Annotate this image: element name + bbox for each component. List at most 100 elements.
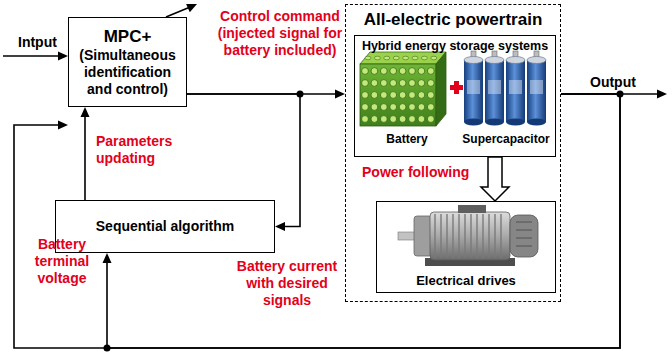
algorithm-box: Sequential algorithm	[55, 200, 275, 253]
battery-cell	[409, 116, 416, 123]
motor-fin	[488, 214, 489, 258]
motor-fin	[470, 214, 471, 258]
battery-cell	[418, 80, 425, 87]
battery-cell	[421, 56, 427, 60]
battery-picture	[360, 52, 446, 64]
powertrain-group: All-electric powertrainHybrid energy sto…	[345, 4, 561, 302]
controller-box: MPC+(Simultaneous identification and con…	[68, 17, 187, 107]
battery-cell	[374, 56, 380, 60]
battery-cell	[362, 68, 369, 75]
capacitor-body	[506, 60, 525, 122]
battery-cell	[409, 80, 416, 87]
battery-cell	[371, 116, 378, 123]
capacitor-top	[527, 57, 546, 64]
part-label: Supercapacitor	[455, 132, 557, 146]
box-title: Hybrid energy storage systems	[355, 39, 555, 54]
battery-cell	[362, 116, 369, 123]
node-subtitle: (Simultaneous identification and control…	[72, 47, 183, 98]
motor-picture	[510, 215, 538, 257]
battery-cell	[362, 104, 369, 111]
battery-cell	[393, 56, 399, 60]
battery-cell	[418, 68, 425, 75]
arrow-head	[58, 121, 68, 130]
capacitor-sticker	[530, 80, 543, 94]
motor-fin	[458, 214, 459, 258]
box-title: Sequential algorithm	[96, 218, 234, 235]
arrow-head	[335, 90, 345, 99]
motor-picture	[516, 245, 532, 246]
battery-cell	[371, 92, 378, 99]
battery-cell	[371, 80, 378, 87]
connector	[481, 157, 509, 201]
diagonal-arrow	[186, 4, 197, 12]
battery-cells	[362, 56, 437, 122]
capacitor-top	[506, 57, 525, 64]
battery-cell	[390, 116, 397, 123]
battery-cell	[371, 68, 378, 75]
battery-cell	[418, 116, 425, 123]
battery-cell	[427, 92, 434, 99]
motor-fin	[452, 214, 453, 258]
battery-cell	[412, 56, 418, 60]
capacitor-top	[464, 57, 483, 64]
battery-cell	[403, 56, 409, 60]
arrow-head	[275, 222, 285, 231]
battery-picture	[360, 64, 436, 126]
capacitor-base	[527, 119, 546, 126]
battery-cell	[418, 104, 425, 111]
motor-fin	[440, 214, 441, 258]
signal-label: Intput	[18, 34, 57, 50]
part-label: Battery	[355, 132, 459, 146]
battery-cell	[380, 92, 387, 99]
edge-label: Power following	[362, 164, 474, 181]
battery-picture	[436, 52, 446, 126]
connector-line	[14, 94, 620, 348]
battery-picture	[360, 52, 446, 126]
capacitor-sticker	[467, 80, 480, 94]
motor-picture	[430, 212, 510, 260]
diagonal-arrow	[166, 8, 189, 17]
capacitor-body	[527, 60, 546, 122]
group-title: All-electric powertrain	[346, 10, 560, 30]
battery-cell	[409, 68, 416, 75]
output-arrow	[657, 90, 667, 99]
storage-box: Hybrid energy storage systemsBatterySupe…	[354, 35, 556, 157]
motor-picture	[398, 232, 415, 240]
node-title: MPC+	[104, 27, 152, 47]
capacitor-sticker	[509, 80, 522, 94]
capacitor-top	[485, 57, 504, 64]
connector-line	[84, 116, 86, 200]
battery-cell	[362, 92, 369, 99]
motor-fins	[435, 214, 501, 258]
connector	[14, 94, 620, 348]
edge-label: Parameters updating	[96, 133, 206, 167]
hollow-arrow	[481, 157, 509, 201]
capacitor-sticker	[488, 80, 501, 94]
battery-cell	[409, 92, 416, 99]
battery-cell	[399, 116, 406, 123]
battery-cell	[362, 80, 369, 87]
arrow-head	[81, 107, 90, 117]
capacitor-base	[485, 119, 504, 126]
edge-label: Battery current with desired signals	[228, 258, 346, 309]
plus-sign	[450, 81, 463, 94]
capacitor-base	[464, 119, 483, 126]
battery-cell	[390, 80, 397, 87]
motor-fin	[476, 214, 477, 258]
motor-picture	[516, 221, 532, 222]
motor-fin	[494, 214, 495, 258]
battery-cell	[365, 56, 371, 60]
box-title: Electrical drives	[377, 273, 555, 289]
battery-cell	[390, 104, 397, 111]
motor-picture	[398, 205, 538, 266]
motor-picture	[516, 229, 532, 230]
motor-fin	[482, 214, 483, 258]
battery-cell	[380, 80, 387, 87]
edge-label: Battery terminal voltage	[20, 236, 104, 287]
motor-box: Electrical drives	[376, 201, 556, 293]
battery-cell	[427, 80, 434, 87]
battery-cell	[418, 92, 425, 99]
battery-cell	[427, 68, 434, 75]
battery-cell	[390, 68, 397, 75]
battery-cell	[427, 104, 434, 111]
